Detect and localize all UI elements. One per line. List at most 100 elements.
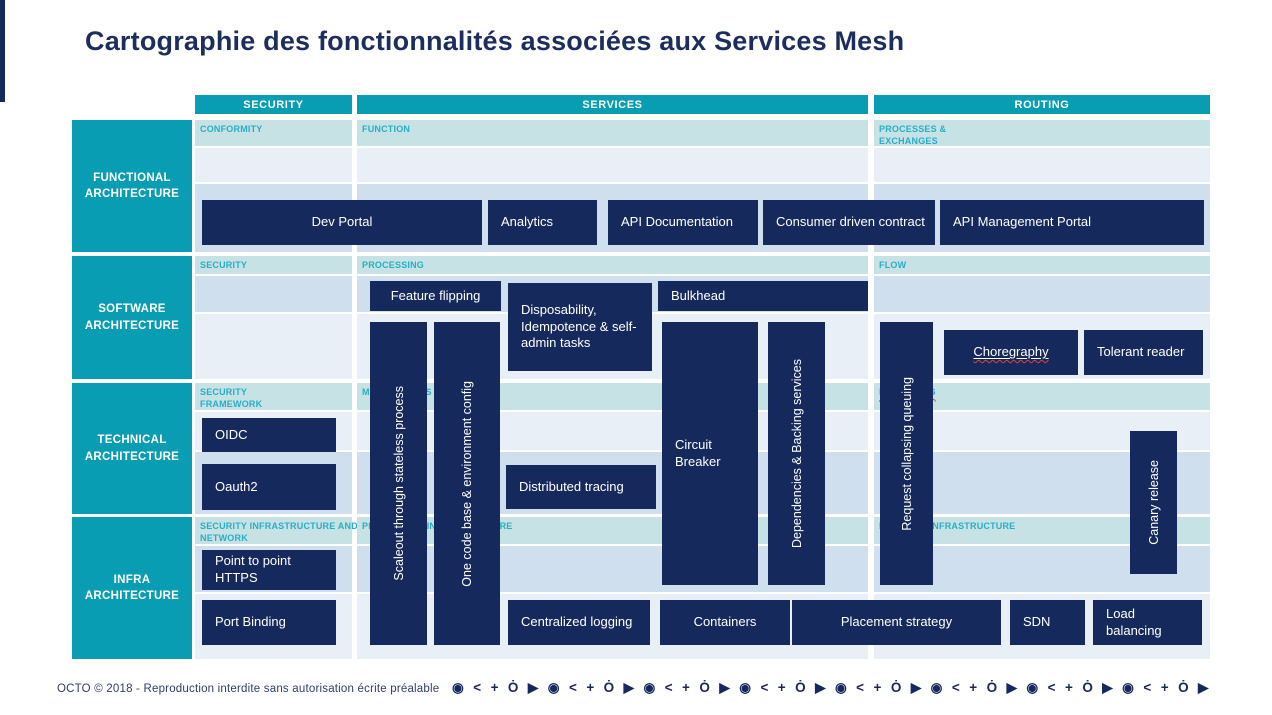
bar-canary-release: Canary release (1130, 431, 1177, 574)
stopwatch-icon: Ȯ (986, 680, 998, 696)
stopwatch-icon: Ȯ (507, 680, 519, 696)
box-choregraphy: Choregraphy (944, 330, 1078, 375)
box-api-documentation: API Documentation (608, 200, 758, 245)
box-label: Tolerant reader (1097, 344, 1185, 360)
subheader-label: CONFORMITY (200, 124, 263, 134)
play-icon: ▶ (1102, 680, 1113, 696)
box-label: Load balancing (1106, 605, 1162, 638)
row-label-software-architecture: SOFTWARE ARCHITECTURE (72, 256, 192, 379)
play-icon: ▶ (1006, 680, 1017, 696)
band (874, 276, 1210, 312)
less-than-icon: < (473, 680, 482, 696)
band (195, 276, 352, 312)
box-label: Containers (693, 614, 757, 630)
play-icon: ▶ (623, 680, 635, 696)
box-label: Consumer driven contract (776, 214, 925, 230)
play-icon: ▶ (719, 680, 730, 696)
band (195, 148, 352, 182)
stopwatch-icon: Ȯ (795, 680, 806, 696)
less-than-icon: < (568, 680, 577, 696)
box-bulkhead: Bulkhead (658, 281, 868, 311)
band (195, 314, 352, 379)
box-label: Placement strategy (840, 614, 953, 630)
box-label: Bulkhead (671, 287, 726, 303)
box-label: Point to point HTTPS (215, 553, 291, 585)
box-containers: Containers (660, 600, 790, 645)
plus-icon: + (586, 680, 595, 696)
band (874, 148, 1210, 182)
box-placement-strategy: Placement strategy (792, 600, 1001, 645)
stopwatch-icon: Ȯ (1178, 680, 1189, 696)
box-label: Analytics (501, 214, 554, 230)
box-label: Oauth2 (215, 478, 258, 494)
bar-label: Canary release (1146, 460, 1161, 545)
fisheye-icon: ◉ (930, 680, 943, 696)
plus-icon: + (969, 680, 978, 696)
box-label: Disposability, Idempotence & self-admin … (521, 301, 637, 351)
box-port-binding: Port Binding (202, 600, 336, 645)
plus-icon: + (1064, 680, 1073, 696)
subheader-functional-routing: PROCESSES & EXCHANGES (874, 120, 1210, 146)
subheader-software-security: SECURITY (195, 256, 352, 274)
box-label: API Management Portal (953, 214, 1092, 230)
subheader-infra-security: SECURITY INFRASTRUCTURE AND NETWORK (195, 517, 358, 544)
subheader-label: SECURITY (200, 260, 248, 270)
fisheye-icon: ◉ (739, 680, 751, 696)
bar-label: Request collapsing queuing (899, 376, 914, 531)
column-header-services: SERVICES (357, 95, 868, 114)
box-load-balancing: Load balancing (1093, 600, 1202, 645)
play-icon: ▶ (527, 680, 539, 696)
box-oauth2: Oauth2 (202, 464, 336, 510)
box-label: Port Binding (215, 614, 286, 630)
subheader-software-routing: FLOW (874, 256, 1210, 274)
subheader-label: SECURITY INFRASTRUCTURE AND NETWORK (200, 521, 358, 543)
bar-circuit-breaker: Circuit Breaker (662, 322, 758, 585)
subheader-label: SECURITY FRAMEWORK (200, 387, 263, 409)
less-than-icon: < (1143, 680, 1152, 696)
stopwatch-icon: Ȯ (603, 680, 615, 696)
box-label: OIDC (215, 426, 248, 442)
less-than-icon: < (760, 680, 769, 696)
box-label: Choregraphy (973, 344, 1049, 360)
subheader-label: PROCESSES & EXCHANGES (879, 124, 947, 146)
fisheye-icon: ◉ (643, 680, 656, 696)
bar-scaleout-stateless-process: Scaleout through stateless process (370, 322, 427, 645)
bar-label: One code base & environment config (460, 380, 474, 587)
plus-icon: + (1160, 680, 1169, 696)
play-icon: ▶ (1198, 680, 1209, 696)
box-label: Feature flipping (390, 287, 481, 303)
box-label: Centralized logging (521, 614, 633, 630)
page-title: Cartographie des fonctionnalités associé… (85, 26, 905, 56)
band (357, 148, 868, 182)
box-label: Circuit Breaker (675, 436, 721, 469)
less-than-icon: < (1047, 680, 1056, 696)
box-label: Distributed tracing (519, 478, 624, 494)
subheader-label: FLOW (879, 260, 907, 270)
box-point-to-point-https: Point to point HTTPS (202, 550, 336, 590)
stopwatch-icon: Ȯ (890, 680, 902, 696)
plus-icon: + (682, 680, 690, 696)
row-label-infra-architecture: INFRA ARCHITECTURE (72, 517, 192, 659)
row-label-technical-architecture: TECHNICAL ARCHITECTURE (72, 383, 192, 514)
fisheye-icon: ◉ (1122, 680, 1134, 696)
stopwatch-icon: Ȯ (699, 680, 710, 696)
plus-icon: + (490, 680, 499, 696)
box-oidc: OIDC (202, 418, 336, 452)
subheader-label: NETWORK INFRASTRUCTURE (879, 521, 1016, 531)
box-label: API Documentation (621, 214, 734, 230)
top-left-accent-bar (0, 0, 5, 102)
fisheye-icon: ◉ (547, 680, 560, 696)
box-consumer-driven-contract: Consumer driven contract (763, 200, 935, 245)
bar-one-code-base: One code base & environment config (434, 322, 500, 645)
subheader-label: PROCESSING (362, 260, 425, 270)
box-sdn: SDN (1010, 600, 1085, 645)
box-tolerant-reader: Tolerant reader (1084, 330, 1203, 375)
plus-icon: + (777, 680, 786, 696)
box-feature-flipping: Feature flipping (370, 281, 501, 311)
plus-icon: + (873, 680, 882, 696)
less-than-icon: < (951, 680, 960, 696)
subheader-functional-services: FUNCTION (357, 120, 868, 146)
fisheye-icon: ◉ (834, 680, 847, 696)
footer-icon-strip: ◉<+Ȯ▶◉<+Ȯ▶◉<+Ȯ▶◉<+Ȯ▶◉<+Ȯ▶◉<+Ȯ▶◉<+Ȯ▶◉<+Ȯ▶ (452, 679, 1209, 697)
